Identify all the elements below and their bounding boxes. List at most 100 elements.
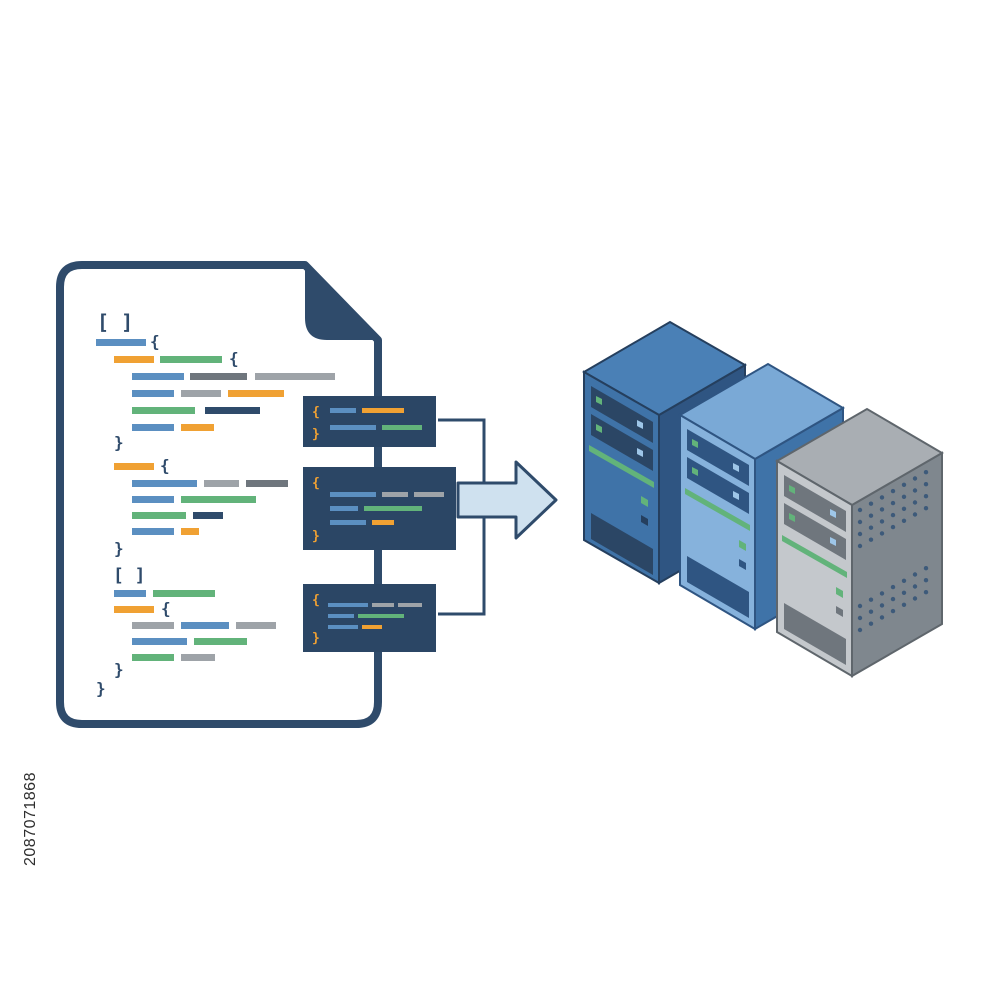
vent-hole	[890, 584, 896, 590]
vent-hole	[912, 476, 918, 481]
code-line	[181, 390, 221, 397]
vent-hole	[890, 512, 896, 518]
code-line	[132, 622, 174, 629]
code-line	[132, 480, 197, 487]
snippet-brace-open: {	[312, 593, 320, 608]
vent-hole	[890, 500, 896, 506]
code-line	[132, 373, 184, 380]
code-bracket-array-top: [ ]	[97, 310, 133, 334]
vent-hole	[901, 518, 907, 523]
server-led	[641, 496, 648, 507]
code-line	[236, 622, 276, 629]
vent-hole	[857, 615, 863, 621]
vent-hole	[868, 525, 874, 530]
code-line	[193, 512, 223, 519]
vent-hole	[912, 584, 918, 589]
code-line	[153, 590, 215, 597]
vent-hole	[890, 608, 896, 614]
snippet-brace-close: }	[312, 529, 320, 544]
code-line	[132, 390, 174, 397]
vent-hole	[890, 596, 896, 602]
code-line	[96, 339, 146, 346]
code-line	[132, 528, 174, 535]
code-bracket-array-inner: [ ]	[113, 565, 146, 586]
code-line	[160, 356, 222, 363]
vent-hole	[923, 566, 929, 571]
vent-hole	[923, 578, 929, 583]
server-led	[596, 396, 602, 405]
server-led	[596, 424, 602, 433]
server-led	[637, 420, 643, 429]
vent-hole	[923, 494, 929, 499]
code-line	[132, 496, 174, 503]
vent-hole	[857, 507, 863, 513]
code-line	[255, 373, 335, 380]
vent-hole	[901, 494, 907, 499]
code-line	[114, 463, 154, 470]
document-folded-corner	[305, 265, 378, 340]
code-line	[190, 373, 247, 380]
vent-hole	[879, 531, 885, 536]
code-line	[114, 590, 146, 597]
vent-hole	[912, 488, 918, 493]
code-line	[181, 528, 199, 535]
code-brace-open-4: {	[161, 599, 171, 618]
snippet-brace-close: }	[312, 631, 320, 646]
snippet-line	[362, 625, 382, 629]
snippet-line	[358, 614, 404, 618]
server-rack-icon	[582, 320, 944, 678]
vent-hole	[879, 591, 885, 596]
vent-hole	[890, 524, 896, 530]
server-led	[733, 463, 739, 472]
code-line	[181, 496, 256, 503]
stock-image-id: 2087071868	[22, 772, 39, 866]
snippet-line	[382, 425, 422, 430]
code-line	[181, 622, 229, 629]
code-brace-close-1: }	[114, 433, 124, 452]
server-base-panel	[591, 513, 653, 575]
vent-hole	[868, 621, 874, 626]
code-document-icon: [ ] { { } { } [ ] { } }	[56, 261, 382, 728]
vent-hole	[923, 470, 929, 475]
code-line	[132, 638, 187, 645]
server-led	[637, 448, 643, 457]
snippet-panel-3: { }	[303, 584, 436, 652]
server-button	[836, 606, 843, 617]
code-line	[114, 356, 154, 363]
vent-hole	[923, 590, 929, 595]
vent-hole	[901, 578, 907, 583]
server-drive-bay	[687, 457, 749, 514]
snippet-line	[330, 425, 376, 430]
vent-hole	[912, 572, 918, 577]
vent-hole	[901, 482, 907, 487]
vent-hole	[857, 627, 863, 633]
server-status-strip	[782, 535, 847, 578]
server-led	[739, 540, 746, 551]
code-line	[228, 390, 284, 397]
vent-hole	[879, 603, 885, 608]
code-brace-close-4: }	[96, 679, 106, 698]
server-led	[789, 485, 795, 494]
snippet-line	[330, 506, 358, 511]
vent-hole	[901, 602, 907, 607]
snippet-brace-close: }	[312, 427, 320, 442]
code-line	[181, 424, 214, 431]
vent-hole	[857, 519, 863, 525]
snippet-panel-2: { }	[303, 467, 456, 550]
server-led	[830, 509, 836, 518]
snippet-line	[414, 492, 444, 497]
server-vent-grille	[857, 470, 929, 633]
snippet-panel-bg	[303, 396, 436, 447]
server-base-panel	[687, 556, 749, 618]
vent-hole	[868, 513, 874, 518]
vent-hole	[868, 609, 874, 614]
vent-hole	[857, 603, 863, 609]
server-led	[836, 587, 843, 598]
snippet-line	[328, 614, 354, 618]
code-line	[132, 512, 186, 519]
code-line	[194, 638, 247, 645]
code-brace-open-1: {	[150, 332, 160, 351]
code-line	[132, 654, 174, 661]
code-line	[132, 407, 195, 414]
